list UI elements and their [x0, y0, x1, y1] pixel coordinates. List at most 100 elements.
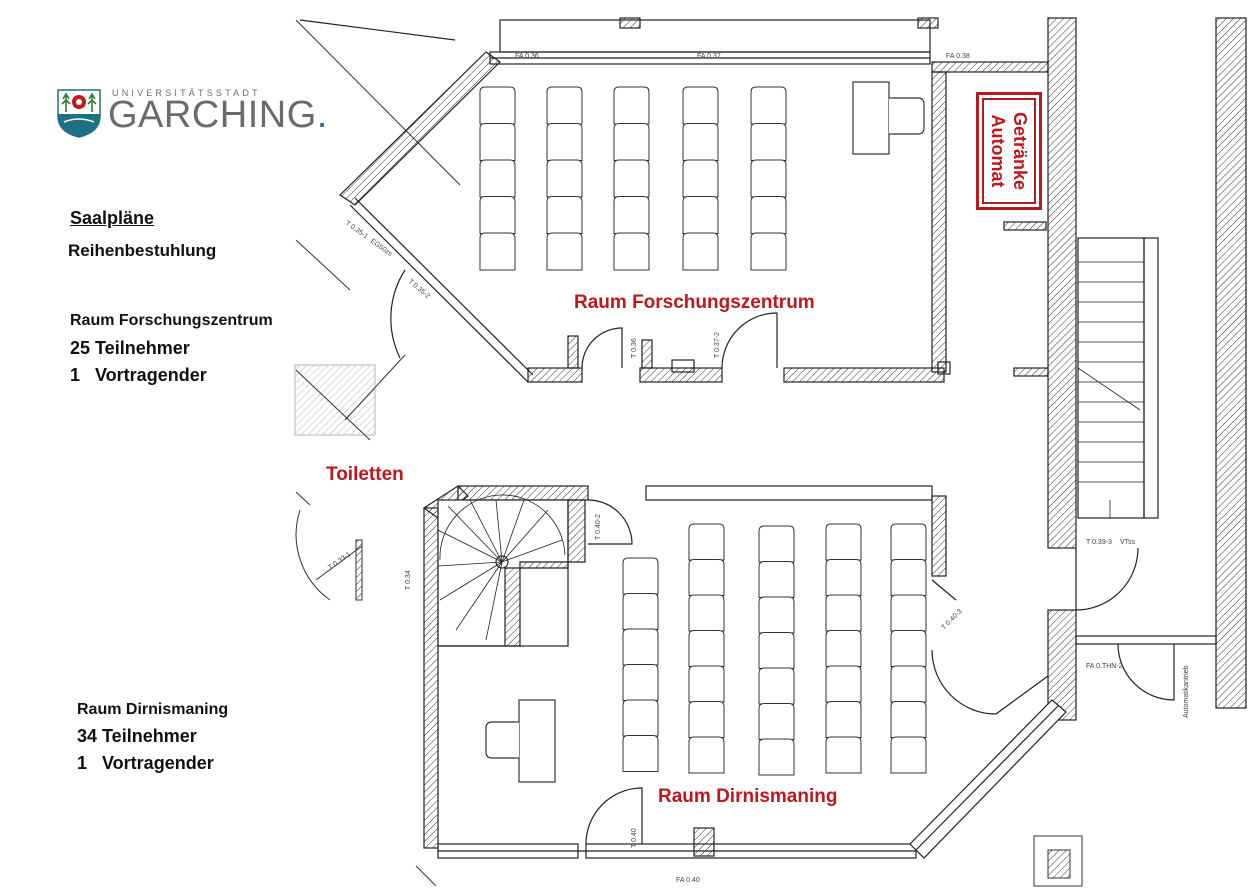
chair: [613, 86, 650, 125]
chair: [890, 559, 927, 596]
chair: [758, 632, 795, 669]
svg-text:Automatikantrieb: Automatikantrieb: [1183, 665, 1190, 718]
chair: [750, 196, 787, 234]
svg-text:FA 0.37: FA 0.37: [697, 53, 721, 60]
vending-line2: Automat: [988, 114, 1008, 188]
chair: [688, 630, 725, 667]
chair: [825, 665, 862, 703]
chair: [890, 594, 927, 632]
logo-subtitle: UNIVERSITÄTSSTADT: [112, 88, 261, 98]
chair: [622, 735, 659, 772]
svg-text:T 0.37-2: T 0.37-2: [714, 332, 721, 358]
chair: [688, 523, 725, 561]
lectern-forschungszentrum: [852, 81, 925, 155]
legend-room-a-speaker: 1 Vortragender: [70, 365, 207, 385]
chair: [682, 196, 719, 234]
svg-text:VTss: VTss: [1120, 539, 1136, 546]
svg-text:T 0.39-3: T 0.39-3: [1086, 539, 1112, 546]
chair: [750, 159, 787, 198]
chair: [546, 159, 583, 198]
legend-room-a-name: Raum Forschungszentrum: [70, 312, 273, 329]
chair: [750, 86, 787, 125]
vending-line1: Getränke: [1010, 111, 1030, 191]
room-forschungszentrum-walls: [299, 17, 1049, 383]
chair: [622, 593, 659, 630]
label-room-forschungszentrum: Raum Forschungszentrum: [574, 292, 815, 313]
chair: [688, 736, 725, 774]
chair: [622, 699, 659, 737]
chair: [682, 159, 719, 198]
legend-room-b-participants: 34 Teilnehmer: [77, 726, 197, 746]
chair: [546, 232, 583, 271]
chair: [479, 196, 516, 234]
chair: [613, 196, 650, 234]
chair: [613, 159, 650, 198]
svg-text:FA 0.38: FA 0.38: [946, 53, 970, 60]
chair: [688, 559, 725, 596]
chair: [479, 232, 516, 271]
chair: [758, 738, 795, 776]
svg-text:FA 0.THN-2: FA 0.THN-2: [1086, 663, 1123, 670]
seating-dirnismaning: [622, 523, 927, 776]
legend-room-b-speaker: 1 Vortragender: [77, 753, 214, 773]
chair: [758, 667, 795, 705]
chair: [825, 701, 862, 738]
chair: [758, 525, 795, 563]
svg-text:T 0.36: T 0.36: [631, 338, 638, 358]
legend-room-a-participants: 25 Teilnehmer: [70, 338, 190, 358]
chair: [479, 159, 516, 198]
chair: [622, 628, 659, 666]
chair: [750, 232, 787, 271]
chair: [890, 523, 927, 561]
chair: [890, 665, 927, 703]
chair: [688, 594, 725, 632]
chair: [890, 701, 927, 738]
chair: [479, 123, 516, 161]
chair: [613, 232, 650, 271]
room-dirnismaning-walls: [422, 485, 1067, 859]
chair: [546, 86, 583, 125]
label-room-dirnismaning: Raum Dirnismaning: [658, 786, 838, 807]
chair: [758, 561, 795, 598]
chair: [890, 630, 927, 667]
chair: [758, 703, 795, 740]
lectern-dirnismaning: [485, 699, 556, 783]
seating-forschungszentrum: [479, 86, 787, 271]
page-title: Saalpläne: [70, 208, 155, 228]
chair: [825, 523, 862, 561]
garching-logo-icon: [57, 89, 101, 138]
chair: [825, 630, 862, 667]
svg-text:T 0.40: T 0.40: [631, 828, 638, 848]
chair: [622, 557, 659, 595]
chair: [682, 232, 719, 271]
chair: [682, 86, 719, 125]
chair: [546, 196, 583, 234]
svg-text:T 0.35-1: T 0.35-1: [344, 220, 369, 241]
chair: [622, 664, 659, 701]
legend-room-b-name: Raum Dirnismaning: [77, 701, 229, 718]
svg-text:FA 0.36: FA 0.36: [515, 53, 539, 60]
svg-text:FA 0.40: FA 0.40: [676, 877, 700, 884]
svg-text:T 0.33-1: T 0.33-1: [327, 551, 352, 572]
chair: [688, 701, 725, 738]
chair: [750, 123, 787, 161]
vending-machine: Getränke Automat: [976, 92, 1042, 210]
chair: [890, 736, 927, 774]
chair: [825, 736, 862, 774]
chair: [546, 123, 583, 161]
chair: [758, 596, 795, 634]
logo-name: GARCHING.: [108, 94, 328, 136]
svg-text:T 0.40-2: T 0.40-2: [595, 514, 602, 540]
chair: [688, 665, 725, 703]
chair: [613, 123, 650, 161]
chair: [825, 559, 862, 596]
chair: [825, 594, 862, 632]
svg-text:T 0.40-3: T 0.40-3: [940, 608, 963, 631]
label-toilets: Toiletten: [326, 464, 404, 485]
svg-text:EG50zs: EG50zs: [369, 238, 394, 258]
chair: [479, 86, 516, 125]
svg-text:T 0.34: T 0.34: [405, 570, 412, 590]
page-subtitle: Reihenbestuhlung: [68, 241, 217, 260]
chair: [682, 123, 719, 161]
